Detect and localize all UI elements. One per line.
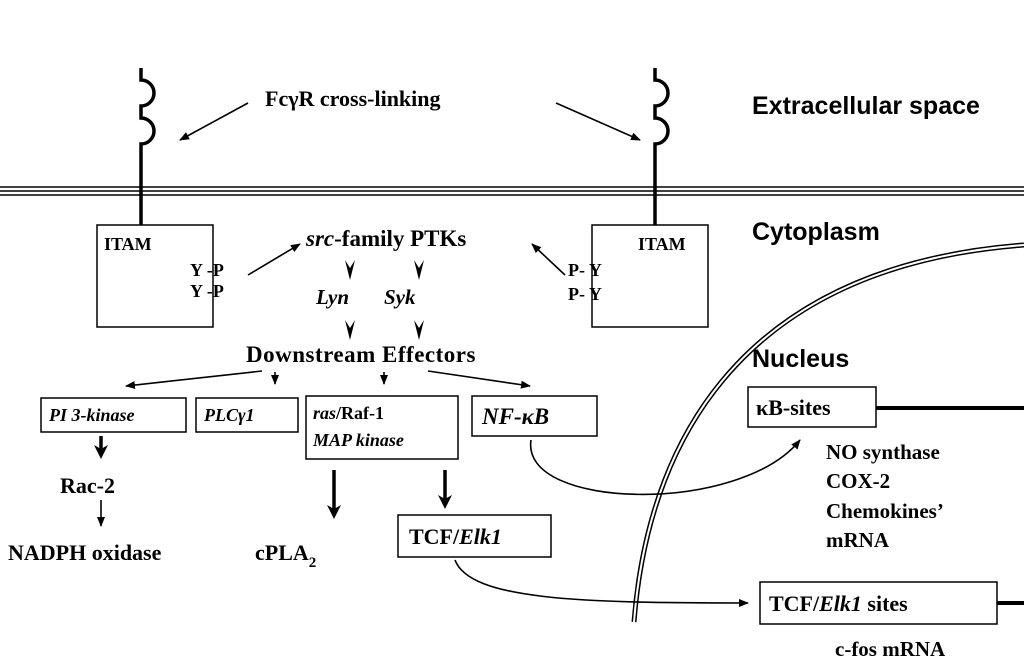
gene-list-1: NO synthase — [826, 440, 940, 464]
nfkb-translocation-arrow — [530, 439, 801, 496]
ras-raf-label: ras/Raf-1 — [313, 403, 384, 423]
itam-box-right — [591, 224, 709, 328]
tyr-phospho-right-1: P- Y — [568, 260, 602, 280]
tcf-elk1-label: TCF/Elk1 — [409, 524, 502, 549]
map-kinase-label: MAP kinase — [312, 430, 404, 450]
plasma-membrane — [0, 186, 1024, 196]
itam-label-right: ITAM — [638, 234, 686, 254]
tcf-elk1-sites-box — [759, 581, 998, 625]
region-extracellular: Extracellular space — [752, 92, 980, 120]
region-cytoplasm: Cytoplasm — [752, 218, 880, 246]
ras-raf-mapk-box — [305, 395, 459, 460]
pi3-kinase-label: PI 3-kinase — [48, 405, 135, 425]
crosslinking-label: FcγR cross-linking — [265, 86, 441, 111]
fcgr-receptor-right — [653, 68, 670, 225]
kb-sites-label: κB-sites — [756, 395, 831, 420]
src-family-ptks-label: src-family PTKs — [305, 226, 466, 251]
gene-list-2: COX-2 — [826, 469, 890, 493]
cpla2-label: cPLA2 — [255, 540, 316, 571]
tcf-elk1-sites-label: TCF/Elk1 sites — [769, 591, 908, 616]
syk-label: Syk — [384, 285, 416, 309]
tyr-phospho-right-2: P- Y — [568, 284, 602, 304]
kb-sites-box — [747, 386, 877, 428]
nadph-oxidase-label: NADPH oxidase — [8, 540, 162, 565]
pi3-kinase-box — [40, 397, 187, 433]
gene-list-4: mRNA — [826, 528, 890, 552]
nfkb-label: NF-κB — [481, 404, 549, 429]
tcf-translocation-arrow — [454, 559, 749, 607]
tyr-phospho-left-2: Y -P — [190, 281, 224, 301]
lyn-label: Lyn — [315, 285, 349, 309]
tyr-phospho-left-1: Y -P — [190, 260, 224, 280]
plc-gamma1-box — [195, 397, 299, 433]
tcf-elk1-box — [397, 514, 552, 558]
rac2-label: Rac-2 — [60, 473, 115, 498]
itam-box-left — [96, 224, 214, 328]
plc-gamma1-label: PLCγ1 — [203, 405, 254, 425]
fcgr-receptor-left — [139, 68, 156, 225]
cfos-mrna-label: c-fos mRNA — [835, 637, 946, 661]
nfkb-box — [471, 395, 598, 437]
downstream-effectors-label: Downstream Effectors — [246, 342, 476, 367]
region-nucleus: Nucleus — [752, 345, 849, 373]
itam-label-left: ITAM — [104, 234, 152, 254]
gene-list-3: Chemokines’ — [826, 499, 944, 523]
